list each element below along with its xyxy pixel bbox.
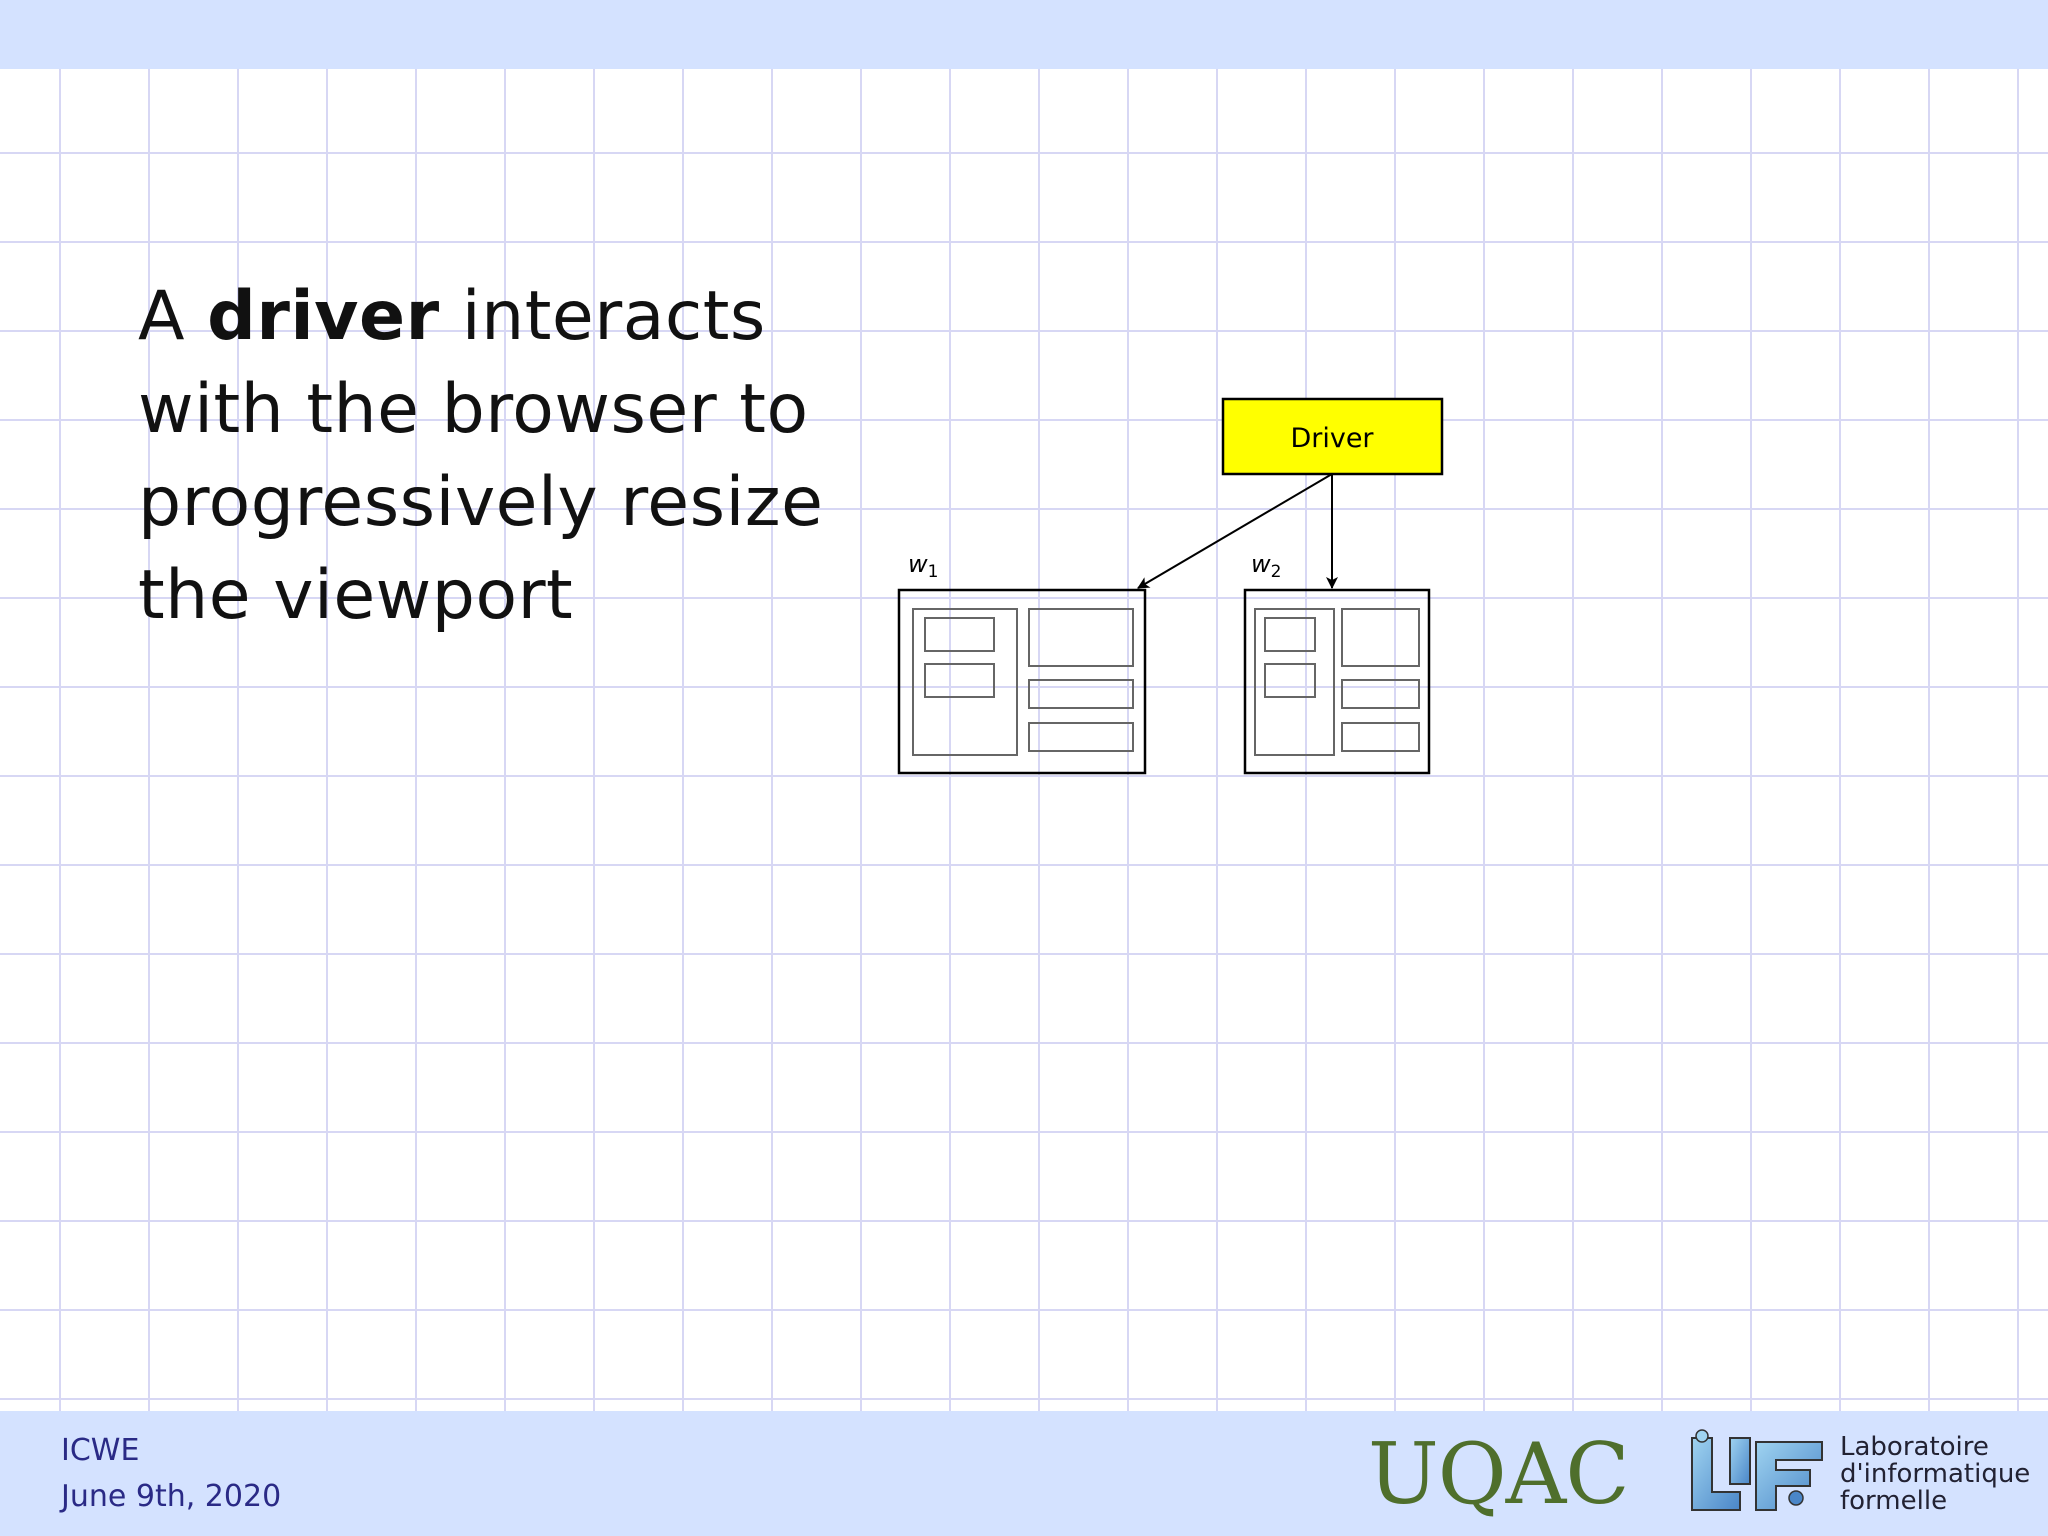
w2-label-main: w [1251, 550, 1271, 578]
w1-label-sub: 1 [928, 562, 939, 582]
window-w1: w1 [897, 550, 1147, 775]
footer-info: ICWE June 9th, 2020 [61, 1428, 281, 1520]
conference-name: ICWE [61, 1433, 140, 1468]
slide-body-text: A driver interacts with the browser to p… [138, 270, 878, 642]
w2-sidebar [1254, 608, 1335, 756]
uqac-logo: UQAC [1368, 1425, 1630, 1523]
slide-text-bold: driver [207, 277, 440, 356]
w2-side-block-1 [1264, 617, 1316, 652]
w2-label-sub: 2 [1271, 562, 1282, 582]
w2-main-row-2 [1341, 722, 1420, 752]
header-band [0, 0, 2048, 69]
w1-main-row-1 [1028, 679, 1134, 709]
window-w2: w2 [1243, 550, 1431, 775]
w1-frame [897, 588, 1147, 775]
w2-main-block [1341, 608, 1420, 667]
w2-side-block-2 [1264, 663, 1316, 698]
driver-diagram: Driver w1 w2 [897, 397, 1444, 775]
lif-line-2: d'informatique [1840, 1459, 2031, 1489]
w2-label: w2 [1251, 550, 1281, 582]
driver-box [1221, 397, 1444, 476]
slide-text-rest: interacts with the browser to progressiv… [138, 277, 824, 635]
lif-line-3: formelle [1840, 1486, 1948, 1516]
w1-label: w1 [908, 550, 938, 582]
w1-side-block-1 [924, 617, 995, 652]
w2-frame [1243, 588, 1431, 775]
w1-main-row-2 [1028, 722, 1134, 752]
driver-label: Driver [1290, 423, 1374, 454]
arrow-to-w1 [1137, 473, 1333, 589]
w1-sidebar [912, 608, 1018, 756]
driver-node: Driver [1221, 397, 1444, 476]
w1-label-main: w [908, 550, 928, 578]
presentation-date: June 9th, 2020 [61, 1479, 282, 1514]
w1-side-block-2 [924, 663, 995, 698]
lif-logo-text: Laboratoire d'informatique formelle [1840, 1434, 2030, 1515]
slide-text-lead: A [138, 277, 208, 356]
w2-main-row-1 [1341, 679, 1420, 709]
w1-main-block [1028, 608, 1134, 667]
lif-line-1: Laboratoire [1840, 1432, 1989, 1462]
grid-background [0, 69, 2048, 1411]
lif-logo-icon [1691, 1429, 1823, 1511]
